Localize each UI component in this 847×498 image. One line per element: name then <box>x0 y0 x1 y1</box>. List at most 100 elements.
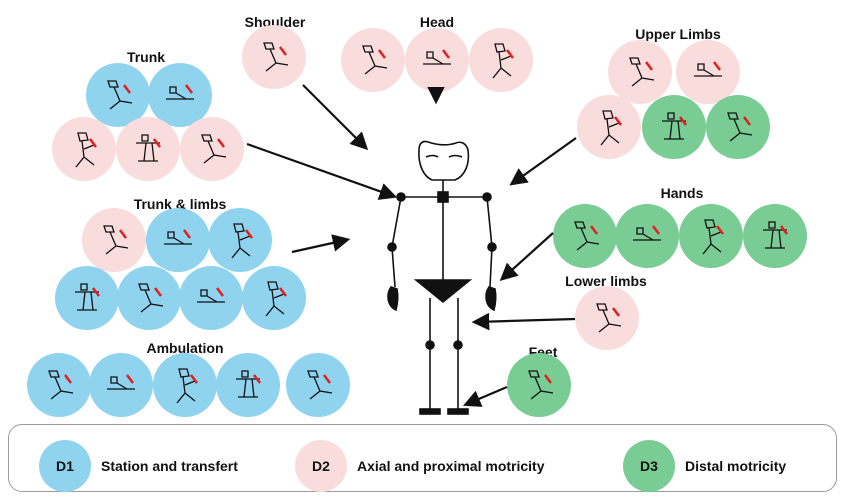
stick-figure-icon <box>633 227 661 241</box>
right-knee-joint <box>453 340 463 350</box>
body-figure <box>387 140 497 415</box>
stick-figure-icon <box>629 57 655 87</box>
label-shoulder: Shoulder <box>245 14 306 30</box>
stick-figure-icon <box>702 219 722 255</box>
legend-code-d2: D2 <box>312 458 330 474</box>
stick-figure-icon <box>662 112 686 140</box>
left-shoulder-joint <box>396 192 406 202</box>
movement-marker-icon <box>716 225 724 235</box>
stick-figure-icon <box>596 303 622 333</box>
movement-marker-icon <box>323 374 331 384</box>
movement-marker-icon <box>612 307 620 317</box>
stick-figure-icon <box>166 86 194 100</box>
stick-figure-icon <box>600 110 620 146</box>
left-elbow-joint <box>387 242 397 252</box>
stick-figure-icon <box>197 289 225 303</box>
movement-marker-icon <box>780 225 788 235</box>
movement-marker-icon <box>123 84 131 94</box>
movement-marker-icon <box>378 49 386 59</box>
right-forearm <box>489 246 493 288</box>
hands-exercise-circle <box>743 204 807 268</box>
stick-figure-icon <box>164 231 192 245</box>
stick-figure-icon <box>727 112 753 142</box>
legend-item-d1: D1 Station and transfert <box>39 440 238 492</box>
movement-marker-icon <box>216 287 224 297</box>
stick-figure-icon <box>231 223 251 259</box>
eyebrows <box>425 154 463 158</box>
stick-figure-icon <box>236 370 260 398</box>
stick-figure-icon <box>574 221 600 251</box>
left-knee-joint <box>425 340 435 350</box>
stick-figure-icon <box>694 63 722 77</box>
arrow-feet <box>462 385 508 407</box>
ambulation-exercises <box>27 353 350 417</box>
chest-joint <box>437 191 449 203</box>
right-foot <box>447 408 469 415</box>
movement-marker-icon <box>183 229 191 239</box>
arrow-hands <box>499 232 554 281</box>
arrows <box>246 84 577 407</box>
arrow-upper-limbs <box>509 137 577 186</box>
stick-figure-icon <box>307 370 333 400</box>
legend: D1 Station and transfert D2 Axial and pr… <box>8 424 837 492</box>
arrow-lower-limbs <box>471 312 576 331</box>
movement-marker-icon <box>506 49 514 59</box>
legend-text-d1: Station and transfert <box>101 458 238 474</box>
movement-marker-icon <box>185 84 193 94</box>
stick-figure-icon <box>528 370 554 400</box>
label-lower-limbs: Lower limbs <box>565 273 647 289</box>
legend-swatch-d2: D2 <box>295 440 347 492</box>
stick-figure-icon <box>263 42 289 72</box>
stick-figure-icon <box>265 281 285 317</box>
movement-marker-icon <box>64 374 72 384</box>
upper-limbs-exercises <box>577 40 770 159</box>
arrow-shoulder <box>302 84 369 151</box>
label-trunk: Trunk <box>127 49 165 65</box>
legend-item-d3: D3 Distal motricity <box>623 440 786 492</box>
stick-figure-icon <box>138 283 164 313</box>
trunk-limbs-exercises <box>55 208 306 330</box>
movement-marker-icon <box>544 374 552 384</box>
legend-swatch-d1: D1 <box>39 440 91 492</box>
legend-code-d3: D3 <box>640 458 658 474</box>
movement-marker-icon <box>92 287 100 297</box>
shoulder-exercises <box>242 25 306 89</box>
stick-figure-icon <box>75 132 95 168</box>
movement-marker-icon <box>253 374 261 384</box>
movement-marker-icon <box>713 61 721 71</box>
right-hand <box>485 286 497 312</box>
movement-marker-icon <box>245 229 253 239</box>
trunk-exercises <box>52 63 244 181</box>
stick-figure-icon <box>362 45 388 75</box>
label-ambulation: Ambulation <box>147 340 224 356</box>
right-upper-arm <box>486 196 493 248</box>
movement-marker-icon <box>279 287 287 297</box>
movement-marker-icon <box>89 138 97 148</box>
movement-marker-icon <box>645 61 653 71</box>
movement-marker-icon <box>153 138 161 148</box>
label-hands: Hands <box>661 185 704 201</box>
movement-marker-icon <box>154 287 162 297</box>
pelvis <box>413 279 473 304</box>
movement-marker-icon <box>614 116 622 126</box>
stick-figure-icon <box>492 43 512 79</box>
head-exercises <box>341 28 533 92</box>
stick-figure-icon <box>763 221 787 249</box>
stick-figure-icon <box>107 376 135 390</box>
movement-marker-icon <box>652 225 660 235</box>
movement-marker-icon <box>190 374 198 384</box>
right-elbow-joint <box>487 242 497 252</box>
movement-marker-icon <box>442 49 450 59</box>
stick-figure-icon <box>48 370 74 400</box>
hands-exercises <box>553 204 807 268</box>
stick-figure-icon <box>103 225 129 255</box>
stick-figure-icon <box>136 134 160 162</box>
label-trunk-limbs: Trunk & limbs <box>134 196 227 212</box>
legend-text-d2: Axial and proximal motricity <box>357 458 545 474</box>
label-upper-limbs: Upper Limbs <box>635 26 721 42</box>
arrow-trunk <box>246 142 398 200</box>
feet-exercises <box>507 353 571 417</box>
movement-marker-icon <box>679 116 687 126</box>
stick-figure-icon <box>201 134 227 164</box>
